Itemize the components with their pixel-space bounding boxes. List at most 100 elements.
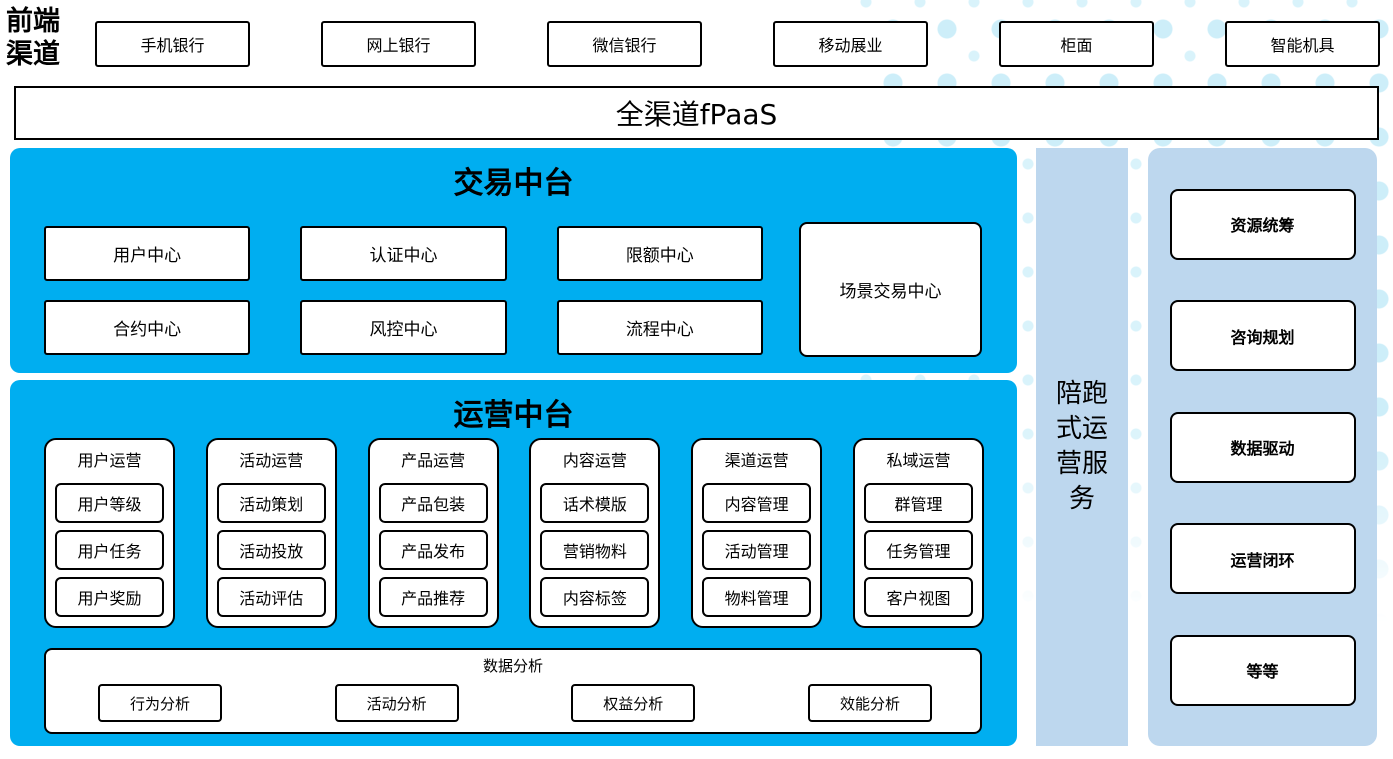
group-item: 任务管理 — [863, 530, 973, 570]
trade-box-limit-center: 限额中心 — [556, 226, 763, 281]
trade-box-user-center: 用户中心 — [44, 226, 251, 281]
channel-box-mobile-sales: 移动展业 — [773, 21, 928, 67]
fpaas-bar: 全渠道fPaaS — [14, 86, 1379, 140]
front-channels-row: 手机银行 网上银行 微信银行 移动展业 柜面 智能机具 — [95, 21, 1380, 67]
trade-platform-panel: 交易中台 用户中心 认证中心 限额中心 合约中心 风控中心 流程中心 场景交易中… — [10, 148, 1017, 373]
group-item: 产品推荐 — [378, 577, 488, 617]
scene-trade-center-box: 场景交易中心 — [799, 222, 982, 357]
trade-box-risk-center: 风控中心 — [300, 300, 507, 355]
group-title: 产品运营 — [401, 451, 466, 470]
analysis-box-label: 权益分析 — [603, 694, 664, 713]
group-item: 客户视图 — [863, 577, 973, 617]
right-box-operation-loop: 运营闭环 — [1169, 523, 1356, 594]
trade-box-label: 流程中心 — [625, 320, 694, 340]
analysis-box-label: 行为分析 — [129, 694, 190, 713]
group-title: 活动运营 — [239, 451, 304, 470]
group-item: 活动投放 — [216, 530, 326, 570]
group-item-label: 产品包装 — [401, 495, 466, 514]
channel-box-online-banking: 网上银行 — [321, 21, 476, 67]
data-analysis-row: 行为分析 活动分析 权益分析 效能分析 — [46, 676, 980, 722]
group-item-label: 用户任务 — [77, 542, 142, 561]
group-item: 活动评估 — [216, 577, 326, 617]
channel-box-label: 手机银行 — [140, 36, 205, 55]
operation-platform-title: 运营中台 — [453, 398, 574, 433]
group-item-label: 物料管理 — [724, 589, 789, 608]
group-card-content-operation: 内容运营 话术模版 营销物料 内容标签 — [529, 438, 661, 628]
operation-platform-panel: 运营中台 用户运营 用户等级 用户任务 用户奖励 活动运营 活动策划 活动投放 … — [10, 380, 1017, 746]
channel-box-label: 智能机具 — [1270, 36, 1335, 55]
fpaas-bar-label: 全渠道fPaaS — [615, 98, 778, 131]
channel-box-label: 微信银行 — [592, 36, 657, 55]
group-item: 内容标签 — [540, 577, 650, 617]
group-item: 活动策划 — [216, 483, 326, 523]
channel-box-wechat-banking: 微信银行 — [547, 21, 702, 67]
right-box-etc: 等等 — [1169, 634, 1356, 706]
group-item: 用户任务 — [55, 530, 164, 570]
channel-box-counter: 柜面 — [999, 21, 1154, 67]
group-item-label: 活动管理 — [724, 542, 789, 561]
group-item: 群管理 — [863, 483, 973, 523]
group-item: 物料管理 — [702, 577, 812, 617]
group-item-label: 任务管理 — [886, 542, 951, 561]
trade-box-auth-center: 认证中心 — [300, 226, 507, 281]
trade-box-label: 认证中心 — [369, 246, 438, 266]
group-item-label: 产品发布 — [401, 542, 466, 561]
trade-box-label: 用户中心 — [113, 246, 182, 266]
right-services-panel: 资源统筹 咨询规划 数据驱动 运营闭环 等等 — [1148, 148, 1377, 746]
right-box-label: 资源统筹 — [1230, 216, 1295, 235]
right-box-label: 咨询规划 — [1230, 327, 1295, 347]
group-item: 产品发布 — [378, 530, 488, 570]
front-channels-label: 前端渠道 — [6, 6, 60, 70]
companion-service-bar-label: 陪跑式运营服务 — [1055, 378, 1108, 515]
scene-trade-center-label: 场景交易中心 — [839, 282, 942, 302]
analysis-box-behavior: 行为分析 — [98, 684, 222, 722]
group-item: 营销物料 — [540, 530, 650, 570]
group-item-label: 内容标签 — [562, 589, 627, 608]
group-item-label: 产品推荐 — [401, 589, 466, 608]
group-card-private-domain-operation: 私域运营 群管理 任务管理 客户视图 — [852, 438, 984, 628]
right-box-label: 运营闭环 — [1230, 550, 1295, 570]
group-item-label: 用户奖励 — [77, 589, 142, 608]
group-title: 私域运营 — [886, 451, 951, 470]
companion-service-bar: 陪跑式运营服务 — [1036, 148, 1128, 746]
group-item: 内容管理 — [702, 483, 812, 523]
operation-groups-row: 用户运营 用户等级 用户任务 用户奖励 活动运营 活动策划 活动投放 活动评估 … — [44, 438, 984, 628]
analysis-box-activity: 活动分析 — [334, 684, 459, 722]
channel-box-label: 移动展业 — [818, 36, 883, 55]
group-card-activity-operation: 活动运营 活动策划 活动投放 活动评估 — [205, 438, 337, 628]
group-card-product-operation: 产品运营 产品包装 产品发布 产品推荐 — [367, 438, 499, 628]
trade-box-label: 风控中心 — [369, 320, 438, 340]
group-item: 用户奖励 — [55, 577, 164, 617]
group-item-label: 用户等级 — [77, 495, 142, 514]
right-box-consulting-planning: 咨询规划 — [1169, 300, 1356, 371]
group-item-label: 内容管理 — [724, 495, 789, 514]
trade-platform-grid: 用户中心 认证中心 限额中心 合约中心 风控中心 流程中心 — [44, 226, 763, 355]
right-box-data-driven: 数据驱动 — [1169, 411, 1356, 483]
data-analysis-box: 数据分析 行为分析 活动分析 权益分析 效能分析 — [44, 648, 982, 734]
group-item: 产品包装 — [378, 483, 488, 523]
channel-box-label: 网上银行 — [366, 36, 431, 55]
trade-box-label: 限额中心 — [625, 246, 694, 266]
right-box-label: 等等 — [1246, 662, 1279, 681]
data-analysis-title: 数据分析 — [482, 657, 543, 675]
analysis-box-rights: 权益分析 — [571, 684, 696, 722]
group-item-label: 活动评估 — [239, 589, 304, 608]
group-item: 活动管理 — [702, 530, 812, 570]
channel-box-label: 柜面 — [1060, 36, 1093, 55]
trade-platform-title: 交易中台 — [453, 166, 574, 201]
group-item: 话术模版 — [540, 483, 650, 523]
analysis-box-efficiency: 效能分析 — [807, 684, 932, 722]
group-card-user-operation: 用户运营 用户等级 用户任务 用户奖励 — [44, 438, 175, 628]
group-item-label: 话术模版 — [562, 495, 627, 514]
trade-box-label: 合约中心 — [113, 320, 182, 340]
group-item-label: 营销物料 — [562, 542, 627, 561]
analysis-box-label: 活动分析 — [366, 694, 427, 713]
channel-box-mobile-banking: 手机银行 — [95, 21, 250, 67]
right-box-label: 数据驱动 — [1230, 439, 1295, 458]
group-item-label: 活动投放 — [239, 542, 304, 561]
group-item-label: 客户视图 — [886, 589, 951, 608]
group-item-label: 群管理 — [894, 495, 943, 514]
group-title: 内容运营 — [562, 451, 627, 470]
channel-box-smart-devices: 智能机具 — [1225, 21, 1380, 67]
